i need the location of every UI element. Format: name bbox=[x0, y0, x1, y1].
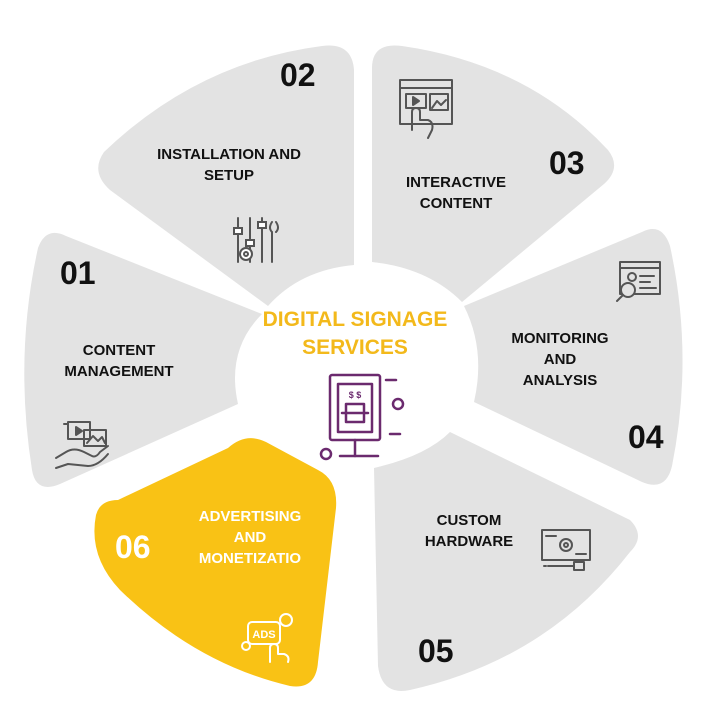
segment-04-title: MONITORING AND ANALYSIS bbox=[511, 330, 609, 389]
svg-text:$ $: $ $ bbox=[349, 390, 362, 400]
content-management-icon bbox=[55, 421, 109, 469]
svg-text:ADS: ADS bbox=[252, 629, 275, 641]
segment-06 bbox=[94, 438, 337, 687]
hardware-icon bbox=[541, 529, 591, 571]
segment-02-number: 02 bbox=[280, 57, 316, 93]
tools-icon bbox=[233, 217, 279, 263]
segment-02 bbox=[98, 45, 354, 306]
kiosk-icon: $ $ bbox=[319, 373, 405, 461]
segment-02-title: INSTALLATION AND SETUP bbox=[157, 146, 301, 184]
segment-05-number: 05 bbox=[418, 633, 454, 669]
segment-01-title: CONTENT MANAGEMENT bbox=[64, 342, 174, 380]
segment-05-title: CUSTOM HARDWARE bbox=[424, 512, 514, 550]
monitoring-icon bbox=[616, 261, 661, 302]
segment-05 bbox=[374, 432, 638, 691]
segment-06-number: 06 bbox=[115, 529, 151, 565]
segment-01 bbox=[24, 232, 263, 487]
segment-04-number: 04 bbox=[628, 419, 664, 455]
segment-06-title: ADVERTISING AND MONETIZATIO bbox=[198, 508, 302, 567]
segment-03-number: 03 bbox=[549, 145, 585, 181]
segment-01-number: 01 bbox=[60, 255, 96, 291]
ads-icon: ADS bbox=[241, 613, 293, 663]
center-title: DIGITAL SIGNAGE SERVICES bbox=[262, 308, 448, 359]
segment-03-title: INTERACTIVE CONTENT bbox=[405, 174, 506, 212]
interactive-content-icon bbox=[399, 79, 453, 139]
